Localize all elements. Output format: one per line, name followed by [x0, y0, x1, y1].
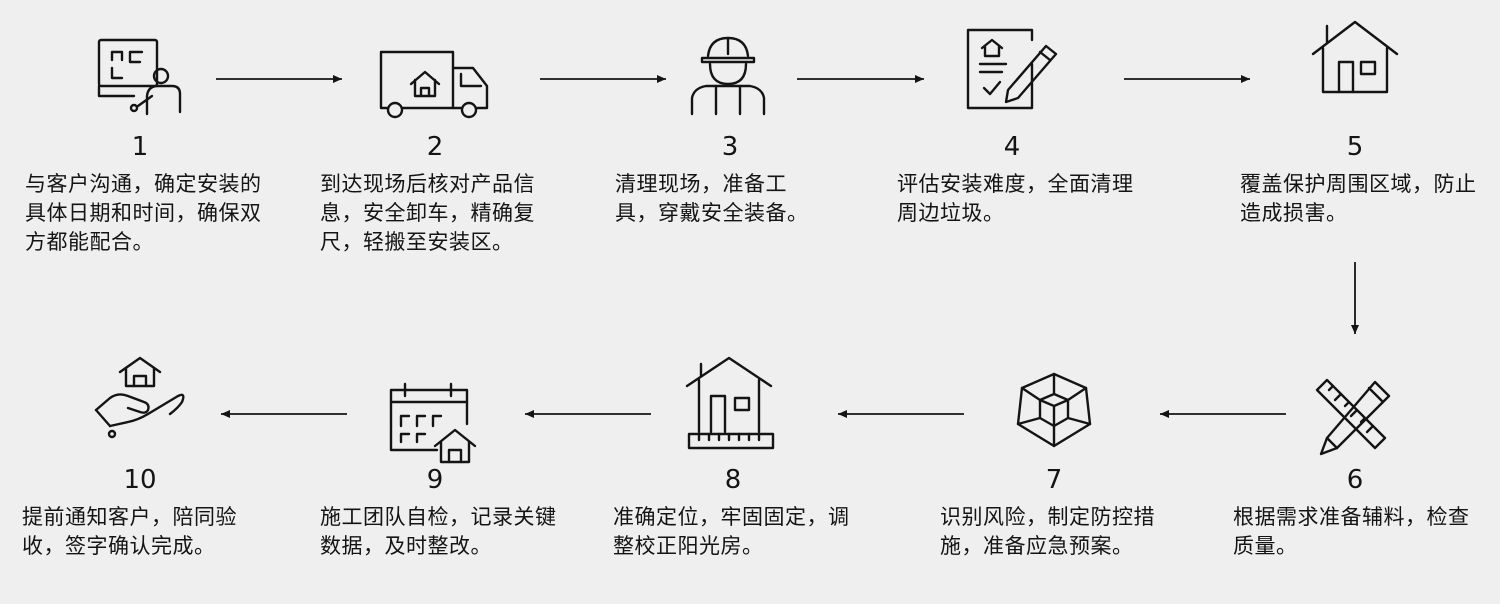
ruler-pencil-icon	[1305, 368, 1405, 468]
step-number: 5	[1346, 132, 1364, 162]
house-ruler-icon	[683, 354, 783, 454]
step-description: 与客户沟通，确定安装的具体日期和时间，确保双方都能配合。	[25, 172, 262, 254]
step-description: 识别风险，制定防控措施，准备应急预案。	[940, 505, 1155, 558]
delivery-truck-icon	[379, 34, 489, 134]
house-icon	[1305, 18, 1405, 118]
step-number: 1	[131, 132, 149, 162]
step-number: 10	[123, 465, 157, 495]
checklist-pencil-icon	[962, 24, 1062, 124]
meeting-board-icon	[90, 34, 190, 134]
step-number: 8	[724, 465, 742, 495]
step-description: 覆盖保护周围区域，防止造成损害。	[1240, 172, 1477, 225]
step-number: 7	[1045, 465, 1063, 495]
calendar-house-icon	[385, 380, 485, 480]
hand-house-icon	[92, 352, 192, 452]
step-description: 提前通知客户，陪同验收，签字确认完成。	[22, 505, 237, 558]
step-number: 4	[1003, 132, 1021, 162]
step-number: 3	[721, 132, 739, 162]
step-number: 6	[1346, 465, 1364, 495]
cube-icon	[1004, 368, 1104, 468]
step-number: 9	[426, 465, 444, 495]
step-description: 根据需求准备辅料，检查质量。	[1233, 505, 1470, 558]
step-number: 2	[426, 132, 444, 162]
step-description: 清理现场，准备工具，穿戴安全装备。	[615, 172, 809, 225]
step-description: 准确定位，牢固固定，调整校正阳光房。	[613, 505, 850, 558]
step-description: 评估安装难度，全面清理周边垃圾。	[897, 172, 1134, 225]
worker-helmet-icon	[680, 28, 780, 128]
step-description: 到达现场后核对产品信息，安全卸车，精确复尺，轻搬至安装区。	[320, 172, 535, 254]
step-description: 施工团队自检，记录关键数据，及时整改。	[320, 505, 557, 558]
